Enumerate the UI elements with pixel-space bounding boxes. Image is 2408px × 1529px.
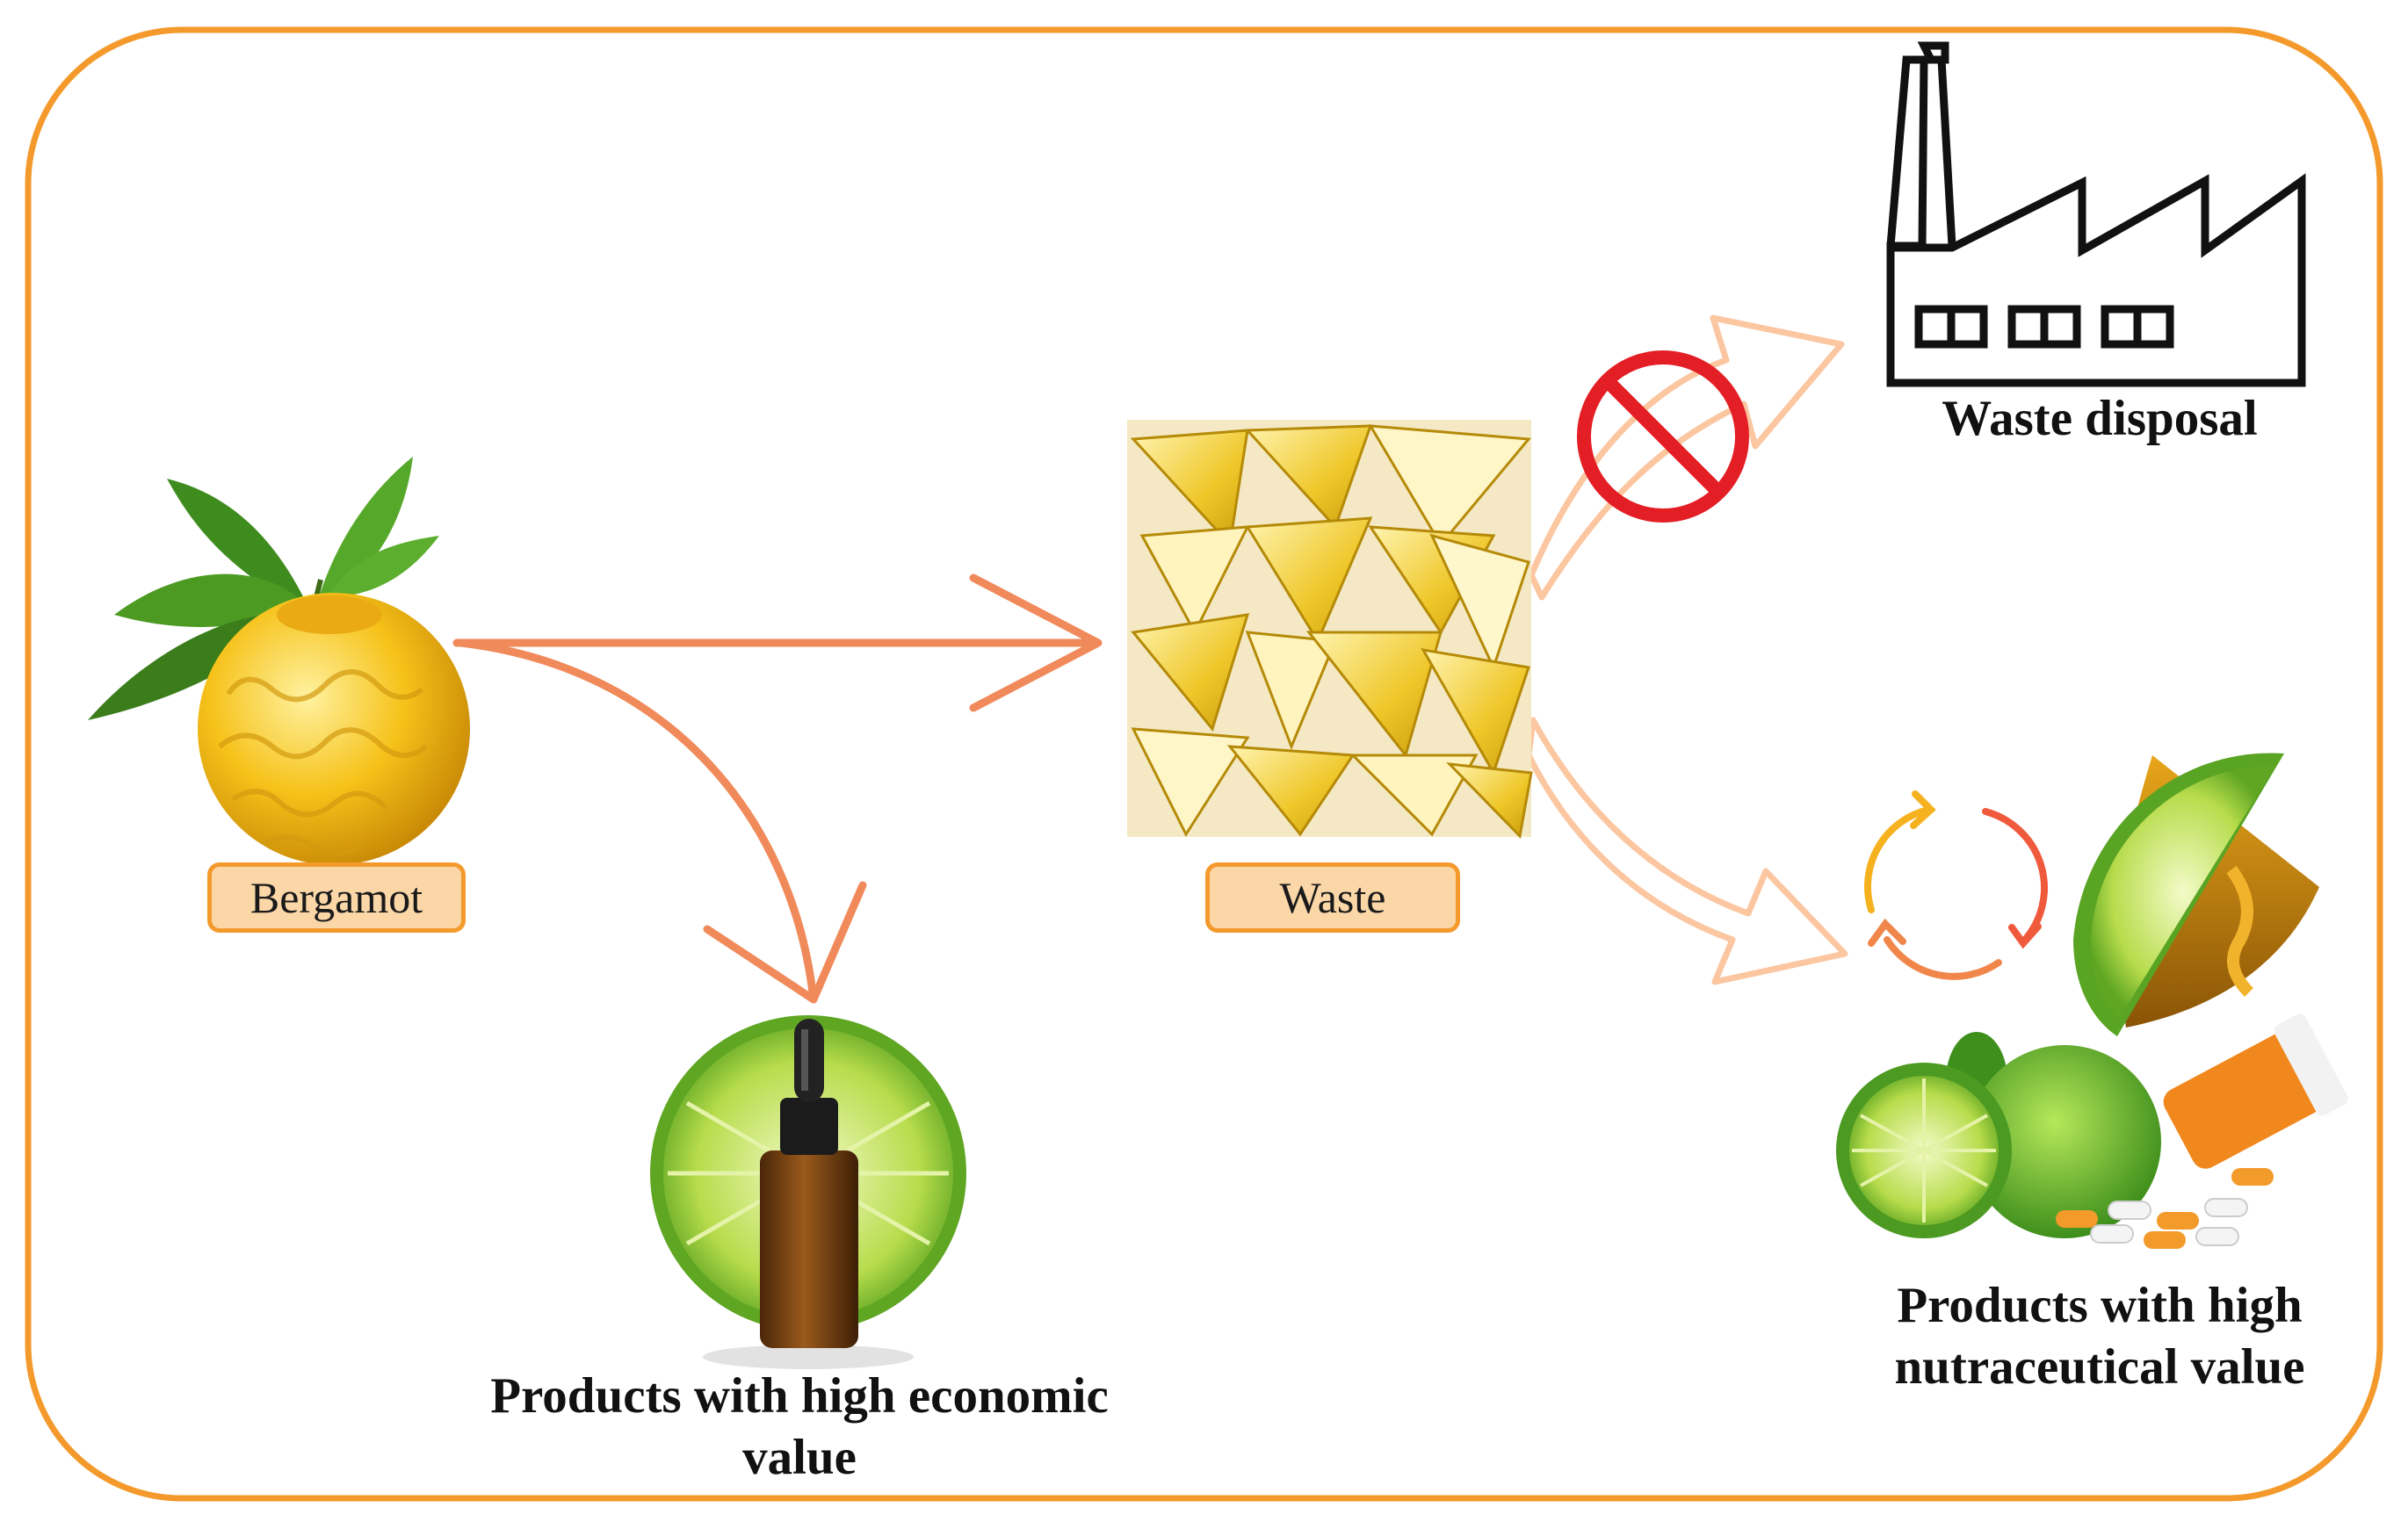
nutraceutical-value-line-1: Products with high bbox=[1897, 1278, 2303, 1333]
nutraceutical-value-line-2: nutraceutical value bbox=[1894, 1339, 2305, 1395]
arrow-waste-to-nutraceutical bbox=[1525, 717, 1848, 985]
economic-value-label: Products with high economic value bbox=[387, 1366, 1212, 1489]
economic-value-line-2: value bbox=[742, 1430, 857, 1485]
prohibited-icon bbox=[1577, 350, 1749, 523]
bergamot-fruit-icon bbox=[88, 457, 470, 865]
nutraceutical-value-label: Products with high nutraceutical value bbox=[1836, 1275, 2363, 1398]
economic-value-line-1: Products with high economic bbox=[490, 1368, 1109, 1424]
lemon-peels-icon bbox=[1127, 420, 1533, 840]
essential-oil-bottle-icon bbox=[650, 1015, 966, 1369]
waste-disposal-label: Waste disposal bbox=[1942, 391, 2258, 446]
arrow-bergamot-to-oil bbox=[457, 638, 867, 1004]
arrow-bergamot-to-waste bbox=[452, 573, 1103, 712]
waste-label: Waste bbox=[1205, 862, 1460, 933]
frame-border bbox=[25, 26, 2383, 1502]
nutraceutical-products-icon bbox=[1836, 753, 2348, 1249]
factory-icon bbox=[1886, 41, 2306, 387]
recycle-cycle-icon bbox=[1864, 790, 2048, 980]
bergamot-label: Bergamot bbox=[207, 862, 466, 933]
